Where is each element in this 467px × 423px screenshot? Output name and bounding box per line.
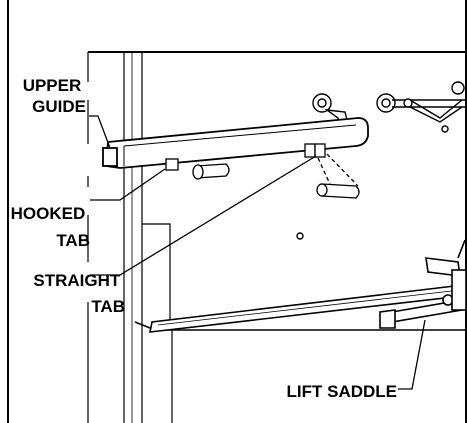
top-pulleys <box>296 81 467 240</box>
lift-saddle-assembly <box>149 239 467 333</box>
upper-guide-label: UPPER GUIDE <box>23 76 86 116</box>
hooked-tab-label: HOOKED TAB <box>11 204 90 250</box>
lift-saddle-label: LIFT SADDLE <box>287 382 398 401</box>
outer-frame <box>7 0 467 423</box>
tab-pins <box>165 143 360 199</box>
straight-tab-label: STRAIGHT TAB <box>33 271 125 316</box>
leader-lines <box>89 115 426 390</box>
upper-guide <box>102 117 369 169</box>
